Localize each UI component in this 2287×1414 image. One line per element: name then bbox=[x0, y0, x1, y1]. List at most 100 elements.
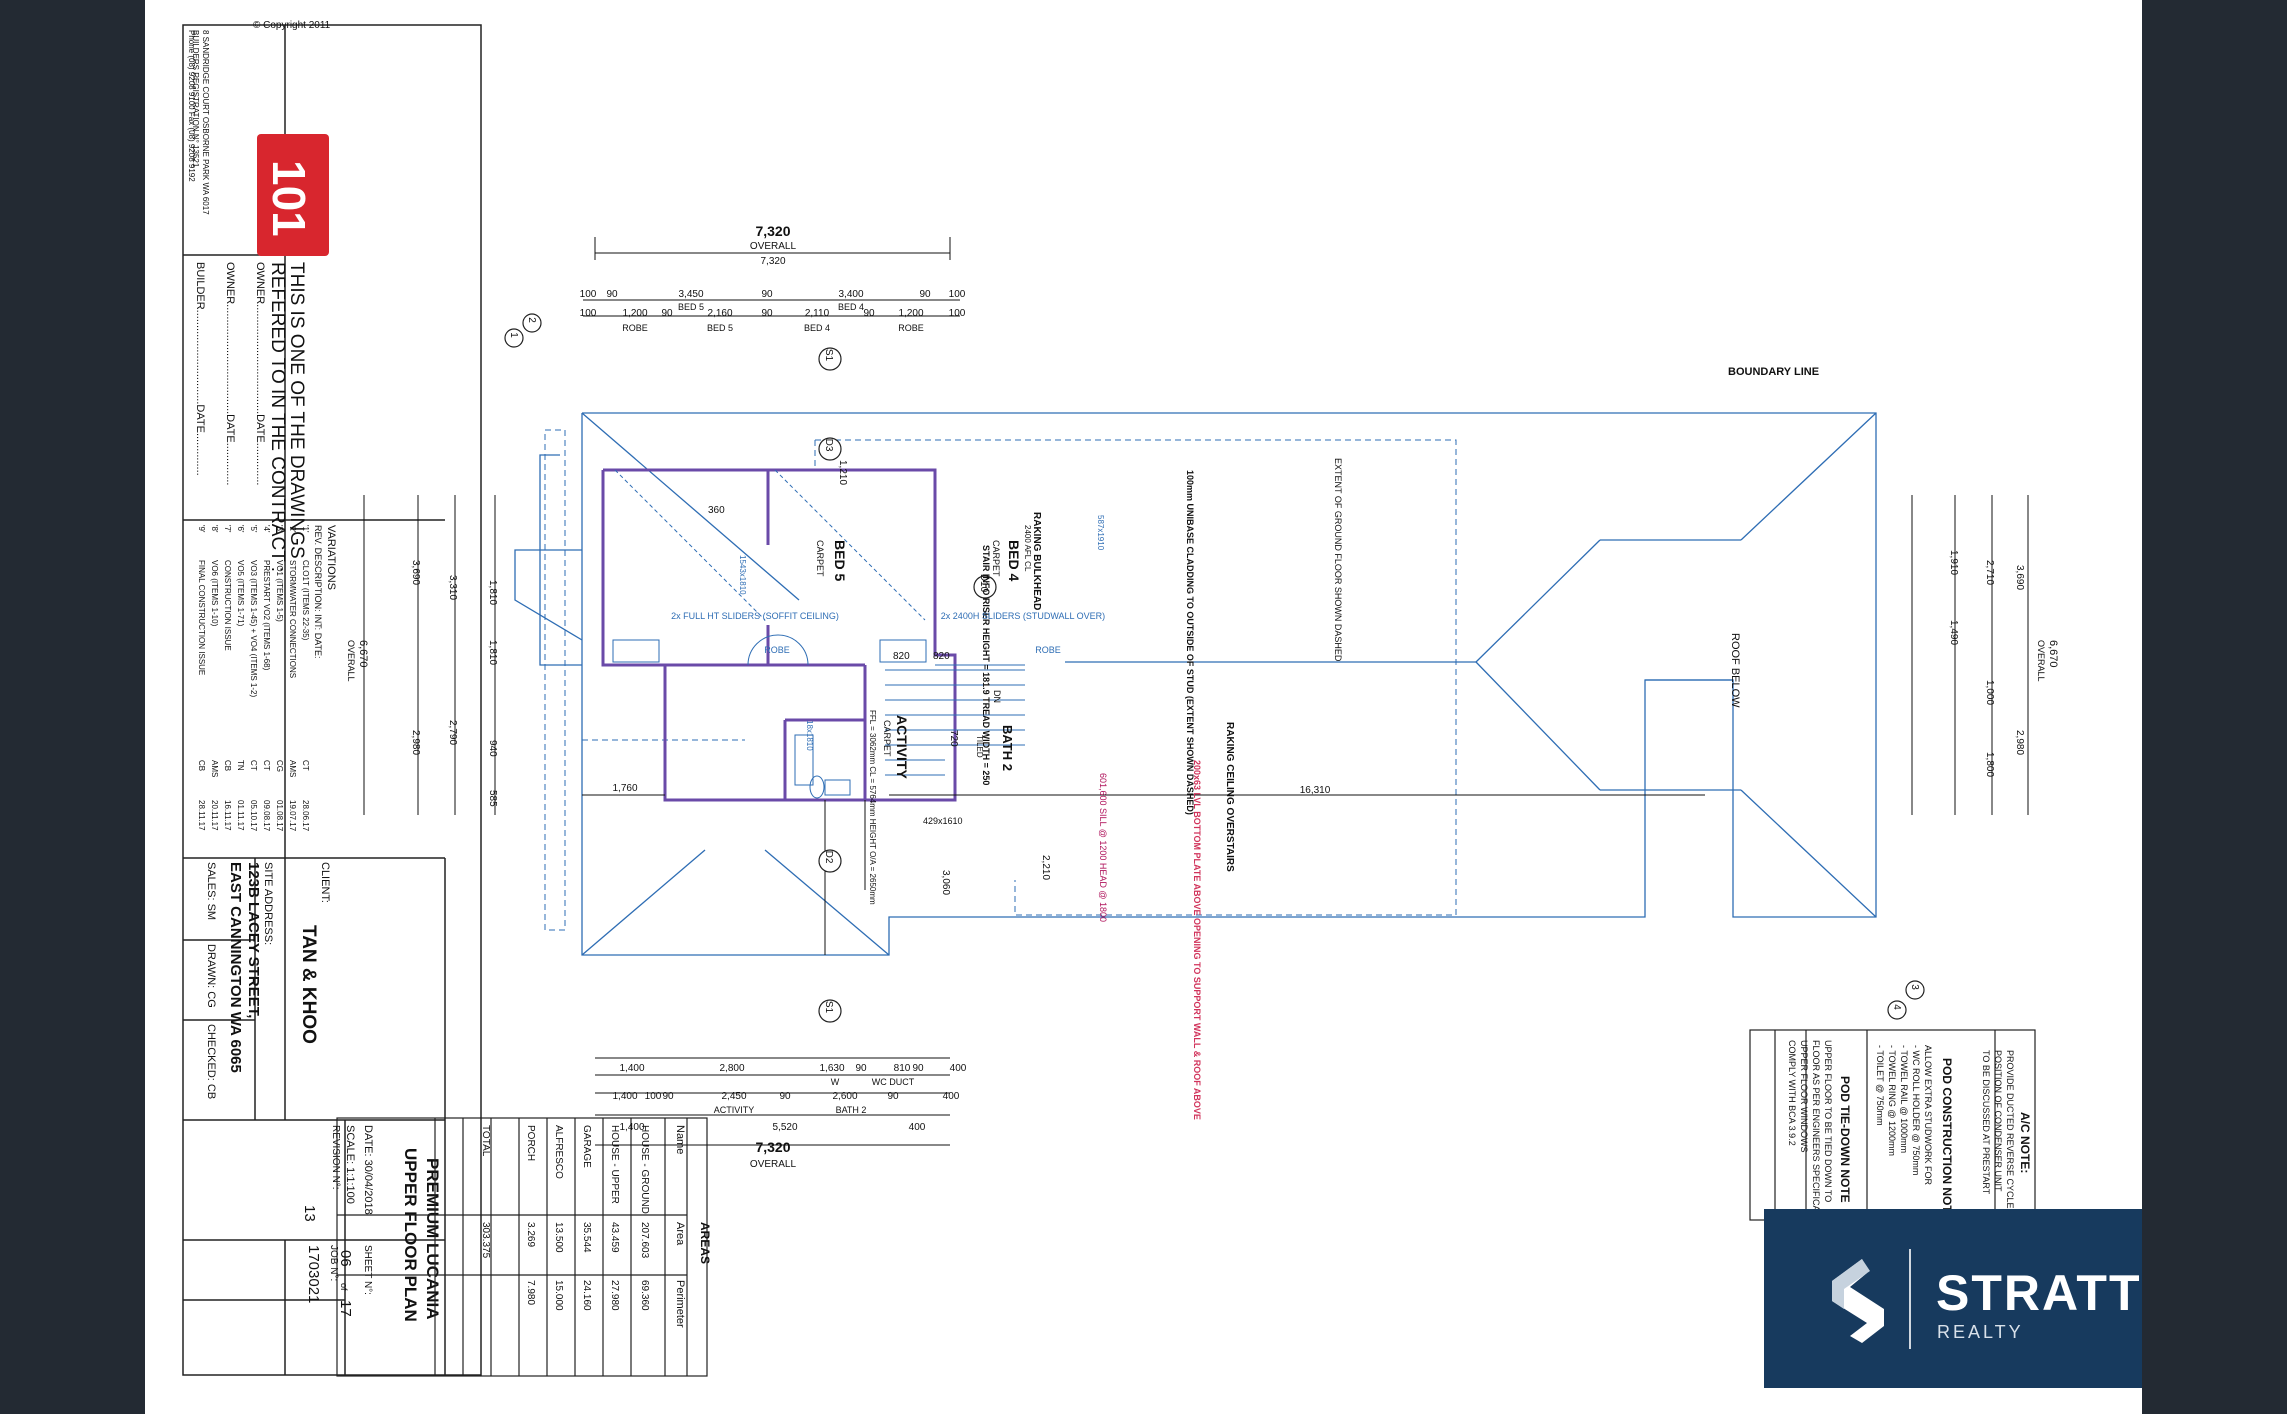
dim-top-row2-label: BED 4 bbox=[804, 323, 830, 333]
dim-top-sub: 7,320 bbox=[760, 256, 785, 267]
title-block bbox=[182, 24, 482, 1376]
variation-int: CB bbox=[197, 760, 206, 771]
robe-bed4: ROBE bbox=[1035, 645, 1061, 655]
drawn-field: DRAWN: CG bbox=[205, 944, 217, 1008]
variation-rev: '2' bbox=[288, 525, 297, 533]
dim-top-row1: 100 bbox=[580, 289, 597, 300]
dim-bottom-row2: 90 bbox=[779, 1091, 791, 1102]
dim-bottom-overall: 7,320 bbox=[755, 1139, 790, 1155]
marker-s1-bottom: S1 bbox=[823, 1001, 834, 1014]
pod-note-line: - WC ROLL HOLDER @ 750mm bbox=[1911, 1045, 1921, 1175]
variation-rev: '6' bbox=[236, 525, 245, 533]
areas-row-perimeter: 69.360 bbox=[639, 1280, 650, 1311]
interior-details bbox=[612, 469, 1025, 799]
areas-col-name: Name bbox=[674, 1125, 686, 1154]
dim-bottom-row1: 90 bbox=[912, 1063, 924, 1074]
job-label: JOB N°: bbox=[328, 1245, 339, 1281]
marker-n3: 3 bbox=[1909, 984, 1920, 990]
plan-geometry bbox=[514, 412, 1877, 956]
marker-d2: D2 bbox=[823, 851, 834, 864]
areas-col-perimeter: Perimeter bbox=[674, 1280, 686, 1328]
tie-note-line: FLOOR AS PER ENGINEERS SPECIFICATION bbox=[1811, 1040, 1821, 1232]
areas-row-perimeter: 7.980 bbox=[525, 1280, 536, 1305]
dim-1210: 1,210 bbox=[837, 460, 848, 485]
dim-right-value: 3,690 bbox=[2014, 565, 2025, 590]
variation-desc: VO5 (ITEMS 1-71) bbox=[236, 560, 245, 627]
dim-bottom-row1-label: WC DUCT bbox=[872, 1077, 915, 1087]
variation-int: CT bbox=[249, 760, 258, 771]
tie-note-line: UPPER FLOOR TO BE TIED DOWN TO bbox=[1823, 1040, 1833, 1202]
sill-note: 601,600 SILL @ 1200 HEAD @ 1800 bbox=[1098, 773, 1108, 922]
ac-note-line: TO BE DISCUSSED AT PRESTART bbox=[1981, 1050, 1991, 1195]
sheet-number: 06 bbox=[337, 1250, 354, 1267]
bed5-label: BED 5 bbox=[832, 540, 848, 581]
dn-label: DN bbox=[992, 690, 1002, 703]
dim-bottom-row1: 400 bbox=[950, 1063, 967, 1074]
activity-label: ACTIVITY bbox=[894, 715, 910, 779]
pod-title: POD CONSTRUCTION NOTE bbox=[1940, 1058, 1954, 1221]
dim-top-row2: 2,110 bbox=[805, 308, 830, 319]
dim-bottom-row2: 1,400 bbox=[612, 1091, 637, 1102]
variation-date: 09.08.17 bbox=[262, 800, 271, 832]
stratton-realty-logo: STRATTON REALTY bbox=[1764, 1209, 2142, 1388]
bed4-label: BED 4 bbox=[1006, 540, 1022, 581]
dim-top-overall-label: OVERALL bbox=[750, 241, 797, 252]
drawing-sheet: 101 © Copyright 2011 BUILDERS REGISTRATI… bbox=[145, 0, 2142, 1414]
areas-heading: AREAS bbox=[698, 1222, 712, 1264]
variation-desc: STORMWATER CONNECTIONS bbox=[288, 560, 297, 678]
dim-left-value: 3,310 bbox=[447, 575, 458, 600]
activity-carpet: CARPET bbox=[882, 720, 892, 757]
dim-top-row2-label: ROBE bbox=[898, 323, 924, 333]
variation-date: 16.11.17 bbox=[223, 800, 232, 831]
variation-int: TN bbox=[236, 760, 245, 771]
dim-top-row2: 1,200 bbox=[622, 308, 647, 319]
revision-label: REVISION N°: bbox=[330, 1125, 341, 1190]
builder-reg: BUILDERS REGISTRATION N° 13521 bbox=[191, 30, 200, 168]
ac-note-line: PROVIDE DUCTED REVERSE CYCLE bbox=[2005, 1050, 2015, 1209]
dimension-lines bbox=[363, 237, 2029, 1146]
variation-desc: CONSTRUCTION ISSUE bbox=[223, 560, 232, 651]
sliders-bed5: 2x FULL HT SLIDERS (SOFFIT CEILING) bbox=[671, 611, 839, 621]
variation-desc: VO1 (ITEMS 1-5) bbox=[275, 560, 284, 622]
areas-col-area: Area bbox=[674, 1222, 686, 1246]
dim-bottom-row1: 1,400 bbox=[619, 1063, 644, 1074]
dim-right-value: 1,000 bbox=[1984, 680, 1995, 705]
builder-address: 8 SANDRIDGE COURT OSBORNE PARK WA 6017 bbox=[201, 30, 210, 215]
sales-field: SALES: SM bbox=[205, 862, 217, 920]
address-line-1: 123B LACEY STREET, bbox=[245, 862, 262, 1018]
dim-top-row2-label: BED 5 bbox=[707, 323, 733, 333]
dim-left-value: 1,810 bbox=[487, 580, 498, 605]
variation-desc: FINAL CONSTRUCTION ISSUE bbox=[197, 560, 206, 675]
contract-line-2: REFERED TO IN THE CONTRACT : bbox=[267, 262, 288, 572]
dim-bottom-row2: 90 bbox=[887, 1091, 899, 1102]
sheet-label: SHEET N°: bbox=[362, 1245, 373, 1295]
window-bed5: 1543x1810 bbox=[738, 555, 747, 595]
sheet-of: of bbox=[339, 1283, 349, 1291]
window-bed4: 587x1910 bbox=[1096, 515, 1105, 551]
scale-field: SCALE: 1:1:100 bbox=[344, 1125, 356, 1204]
dim-top-row1: 3,450 bbox=[678, 289, 703, 300]
dim-right-overall: 6,670 bbox=[2047, 640, 2059, 668]
dim-right-value: 2,980 bbox=[2014, 730, 2025, 755]
variation-date: 20.11.17 bbox=[210, 800, 219, 831]
areas-row-perimeter: 15.000 bbox=[553, 1280, 564, 1311]
afl-label: 2400 AFL CL bbox=[1023, 525, 1032, 572]
activity-info: FFL = 3062mm CL = 5764mm HEIGHT O/A = 26… bbox=[868, 710, 877, 905]
address-line-2: EAST CANNINGTON WA 6065 bbox=[227, 862, 244, 1073]
dim-360: 360 bbox=[708, 505, 725, 516]
dim-left-value: 940 bbox=[487, 740, 498, 757]
variation-int: CG bbox=[275, 760, 284, 772]
bed4-carpet: CARPET bbox=[991, 540, 1001, 577]
lvl-note: 200x63 LVL BOTTOM PLATE ABOVE OPENING TO… bbox=[1192, 760, 1202, 1120]
window-act: 18x1810 bbox=[805, 720, 814, 751]
owner-line-1: OWNER...................................… bbox=[254, 262, 266, 486]
marker-s1-top: S1 bbox=[823, 349, 834, 362]
contract-line-1: THIS IS ONE OF THE DRAWINGS bbox=[286, 262, 307, 559]
variation-rev: '8' bbox=[210, 525, 219, 533]
dim-bottom-row1: 810 bbox=[894, 1063, 911, 1074]
marker-d3: D3 bbox=[823, 439, 834, 452]
variation-int: CB bbox=[223, 760, 232, 771]
section-markers bbox=[504, 313, 1925, 1023]
tie-note-line: COMPLY WITH BCA 3.9.2 bbox=[1787, 1040, 1797, 1146]
ground-extent-dashed bbox=[544, 429, 1457, 931]
